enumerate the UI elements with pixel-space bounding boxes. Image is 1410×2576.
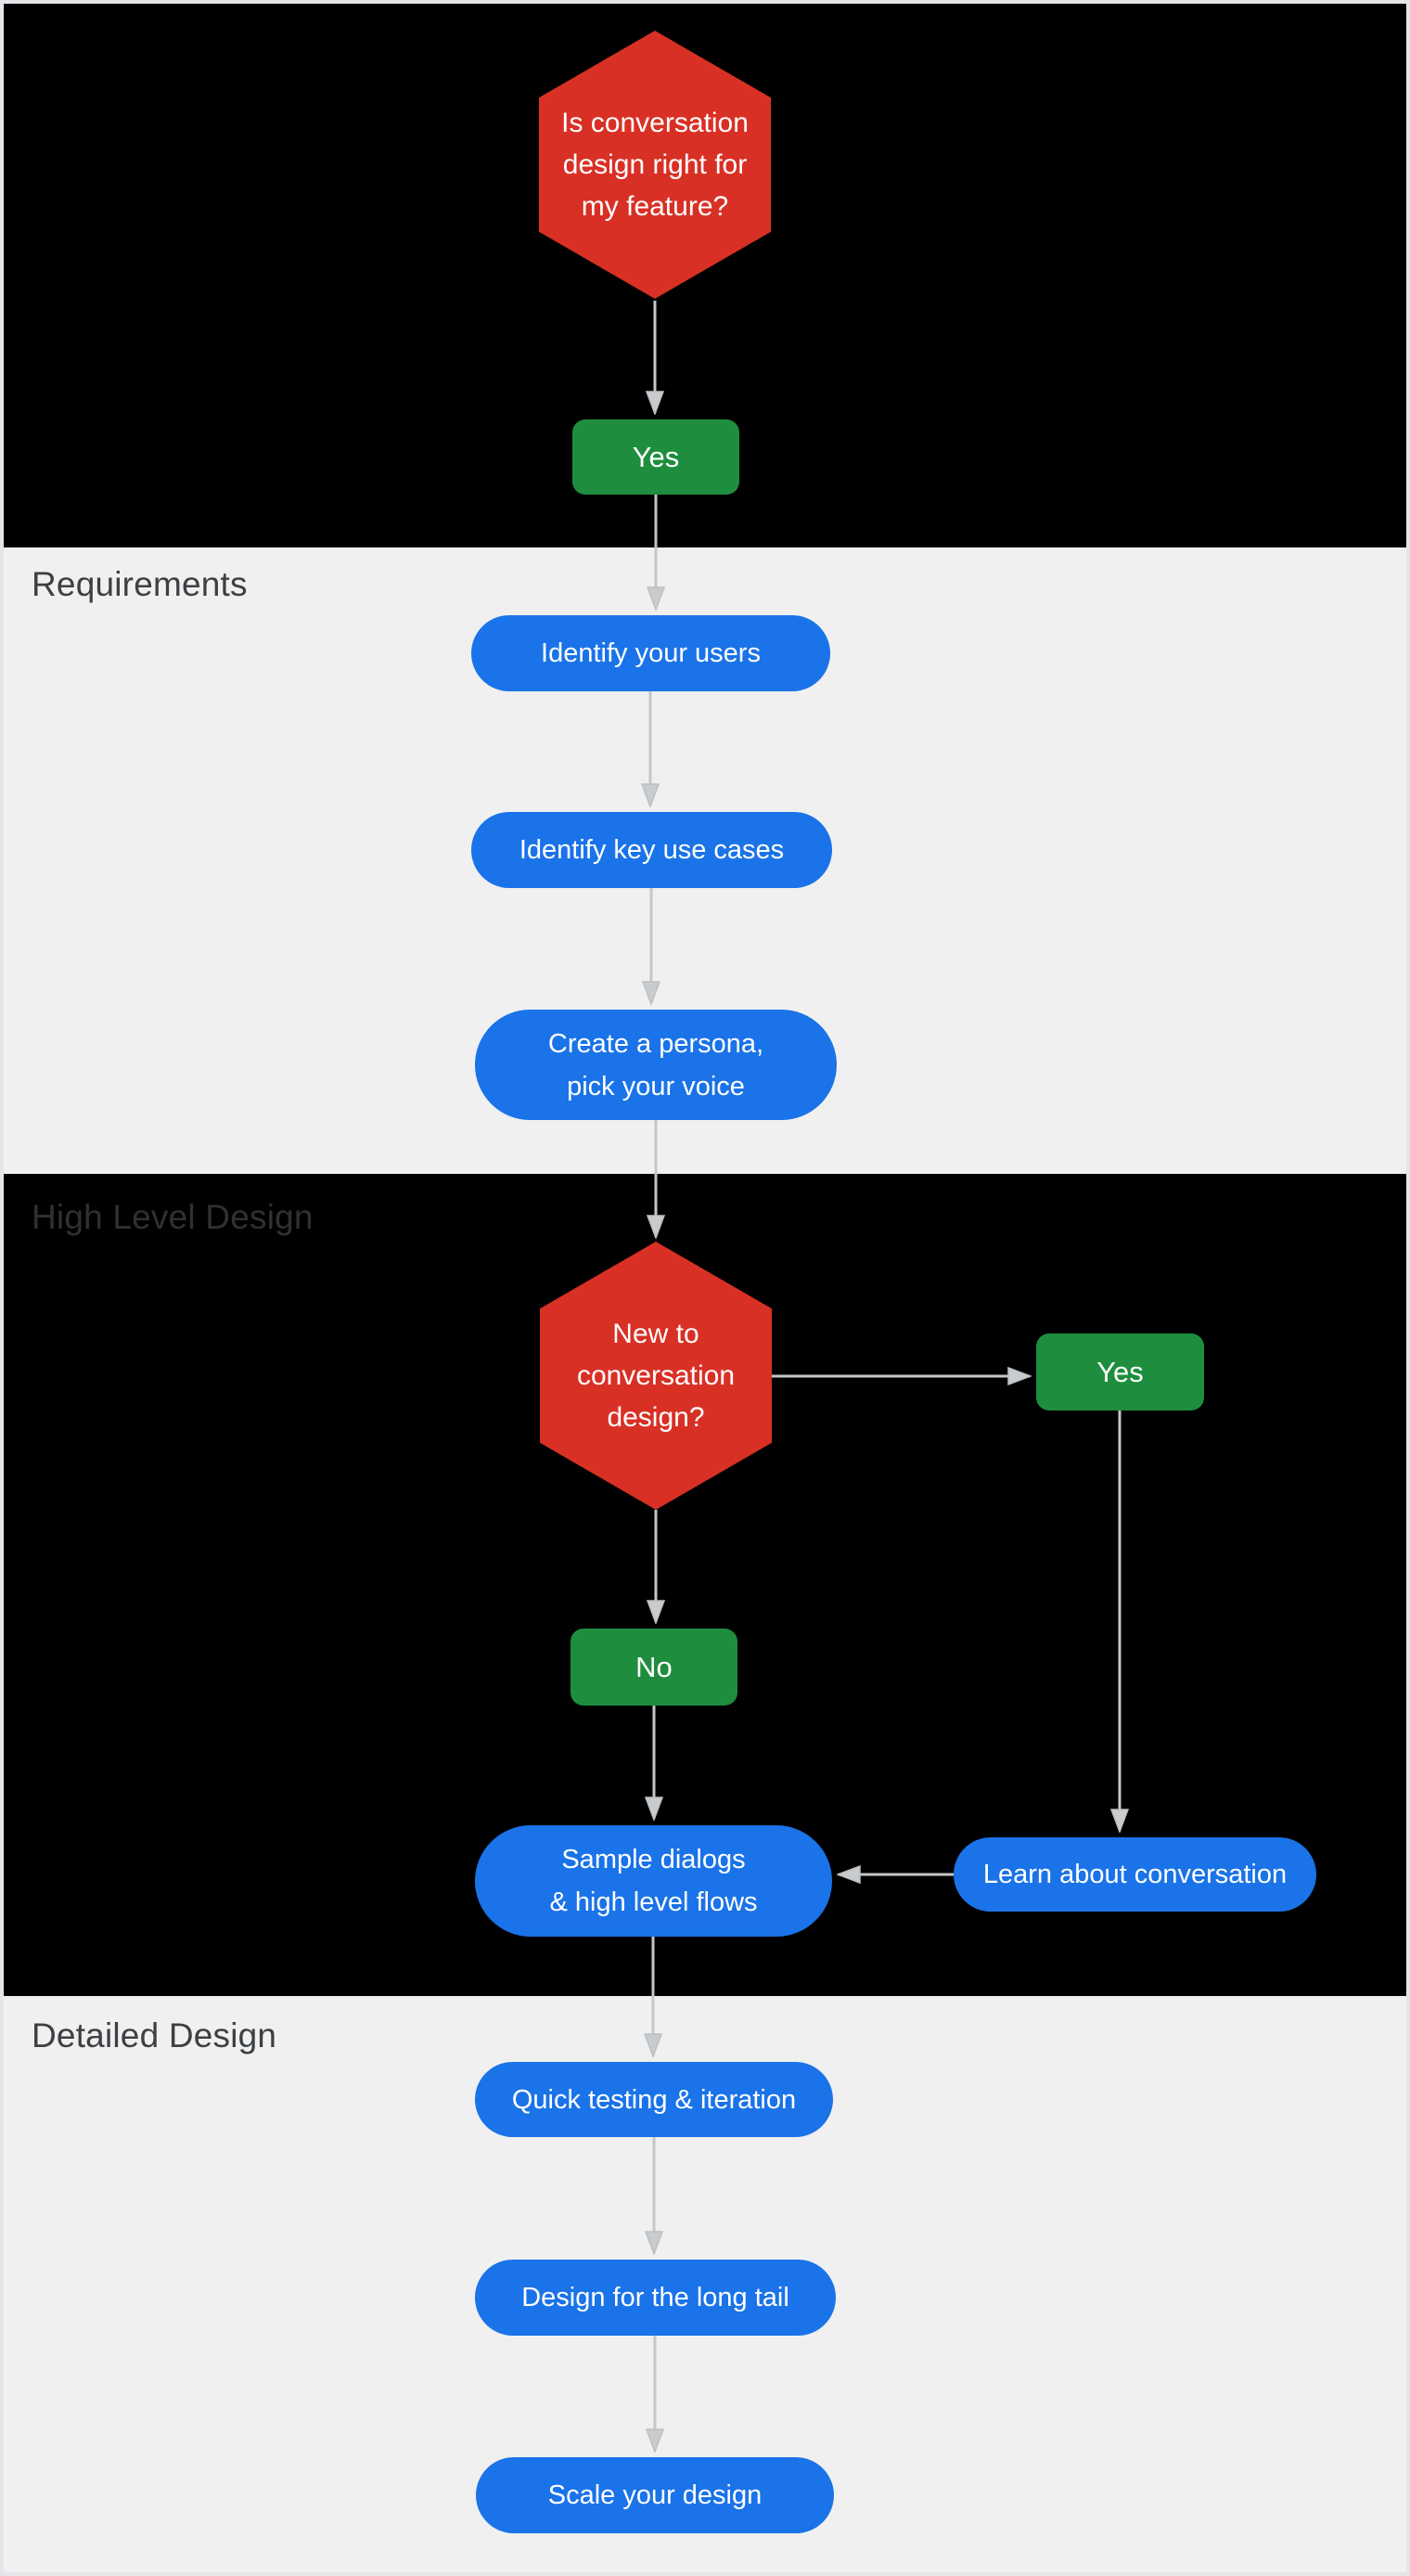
decision-conversation-design-right-label: Is conversation design right for my feat… <box>561 108 749 222</box>
step-design-for-long-tail: Design for the long tail <box>475 2260 836 2336</box>
step-learn-about-conversation: Learn about conversation <box>954 1837 1316 1912</box>
answer-no-label: No <box>635 1650 673 1683</box>
step-identify-key-use-cases-label: Identify key use cases <box>519 835 785 865</box>
step-learn-about-conversation-label: Learn about conversation <box>982 1860 1288 1889</box>
answer-no: No <box>570 1629 737 1706</box>
step-sample-dialogs-high-level-flows-label: Sample dialogs & high level flows <box>549 1845 758 1917</box>
step-identify-key-use-cases: Identify key use cases <box>471 812 832 888</box>
decision-conversation-design-right: Is conversation design right for my feat… <box>539 31 771 299</box>
decision-new-to-conversation-design-label: New to conversation design? <box>576 1319 736 1433</box>
step-create-persona-pick-voice-label: Create a persona, pick your voice <box>547 1028 764 1101</box>
step-create-persona-pick-voice: Create a persona, pick your voice <box>475 1010 837 1120</box>
step-scale-your-design-label: Scale your design <box>547 2480 763 2510</box>
step-sample-dialogs-high-level-flows: Sample dialogs & high level flows <box>475 1825 832 1937</box>
answer-yes-2: Yes <box>1036 1333 1204 1410</box>
step-scale-your-design: Scale your design <box>476 2457 834 2533</box>
section-label-detailed-design: Detailed Design <box>32 2016 277 2054</box>
answer-yes-2-label: Yes <box>1096 1355 1144 1388</box>
section-label-high-level-design: High Level Design <box>32 1198 314 1236</box>
answer-yes-1-label: Yes <box>632 440 680 473</box>
step-quick-testing-iteration: Quick testing & iteration <box>475 2062 833 2137</box>
answer-yes-1: Yes <box>572 419 739 495</box>
step-identify-your-users: Identify your users <box>471 615 830 691</box>
step-design-for-long-tail-label: Design for the long tail <box>521 2283 789 2312</box>
step-quick-testing-iteration-label: Quick testing & iteration <box>511 2084 797 2115</box>
step-identify-your-users-label: Identify your users <box>541 638 761 668</box>
section-label-requirements: Requirements <box>32 565 248 603</box>
